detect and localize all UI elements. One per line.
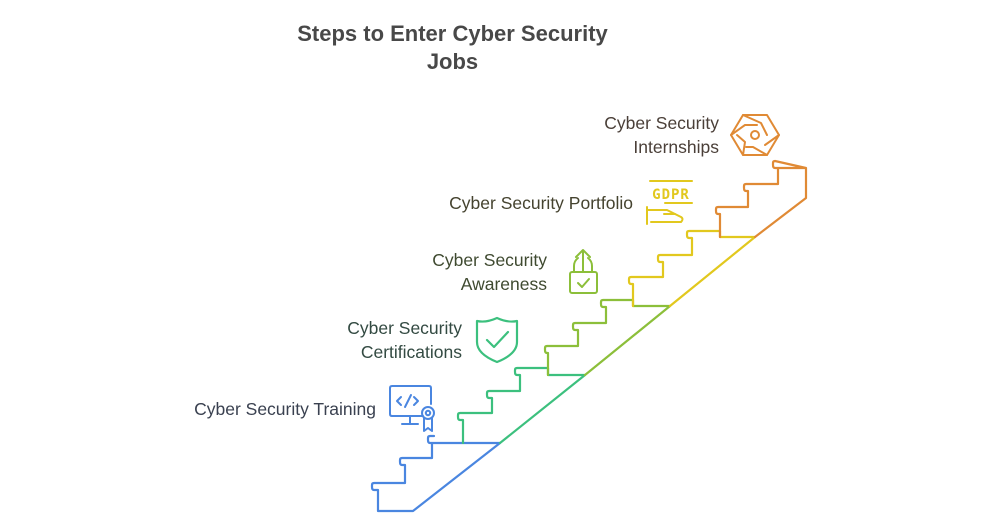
label-line: Cyber Security (347, 318, 462, 338)
stair-section-training (370, 434, 502, 513)
step-label-certifications: Cyber Security Certifications (347, 316, 462, 364)
step-label-awareness: Cyber Security Awareness (432, 248, 547, 296)
step-label-portfolio: Cyber Security Portfolio (449, 191, 633, 215)
diagram-title: Steps to Enter Cyber Security Jobs (250, 20, 655, 76)
lock-upload-check-icon (569, 249, 598, 294)
stair-section-portfolio (627, 229, 757, 308)
title-line-1: Steps to Enter Cyber Security (297, 21, 608, 46)
gdpr-hand-icon: GDPR (646, 180, 693, 225)
step-label-training: Cyber Security Training (194, 397, 376, 421)
hexagon-nut-icon (730, 114, 780, 156)
step-label-internships: Cyber Security Internships (604, 111, 719, 159)
label-line: Certifications (360, 342, 462, 362)
title-line-2: Jobs (426, 49, 479, 74)
label-line: Cyber Security (432, 250, 547, 270)
label-line: Cyber Security (604, 113, 719, 133)
stair-section-certifications (456, 366, 587, 445)
label-line: Internships (633, 137, 719, 157)
label-line: Cyber Security Training (194, 399, 376, 419)
svg-text:GDPR: GDPR (652, 187, 690, 203)
label-line: Cyber Security Portfolio (449, 193, 633, 213)
monitor-code-certificate-icon (389, 385, 435, 432)
stair-section-awareness (543, 298, 672, 377)
stair-section-internships (714, 159, 808, 239)
shield-check-icon (475, 316, 519, 364)
label-line: Awareness (460, 274, 547, 294)
